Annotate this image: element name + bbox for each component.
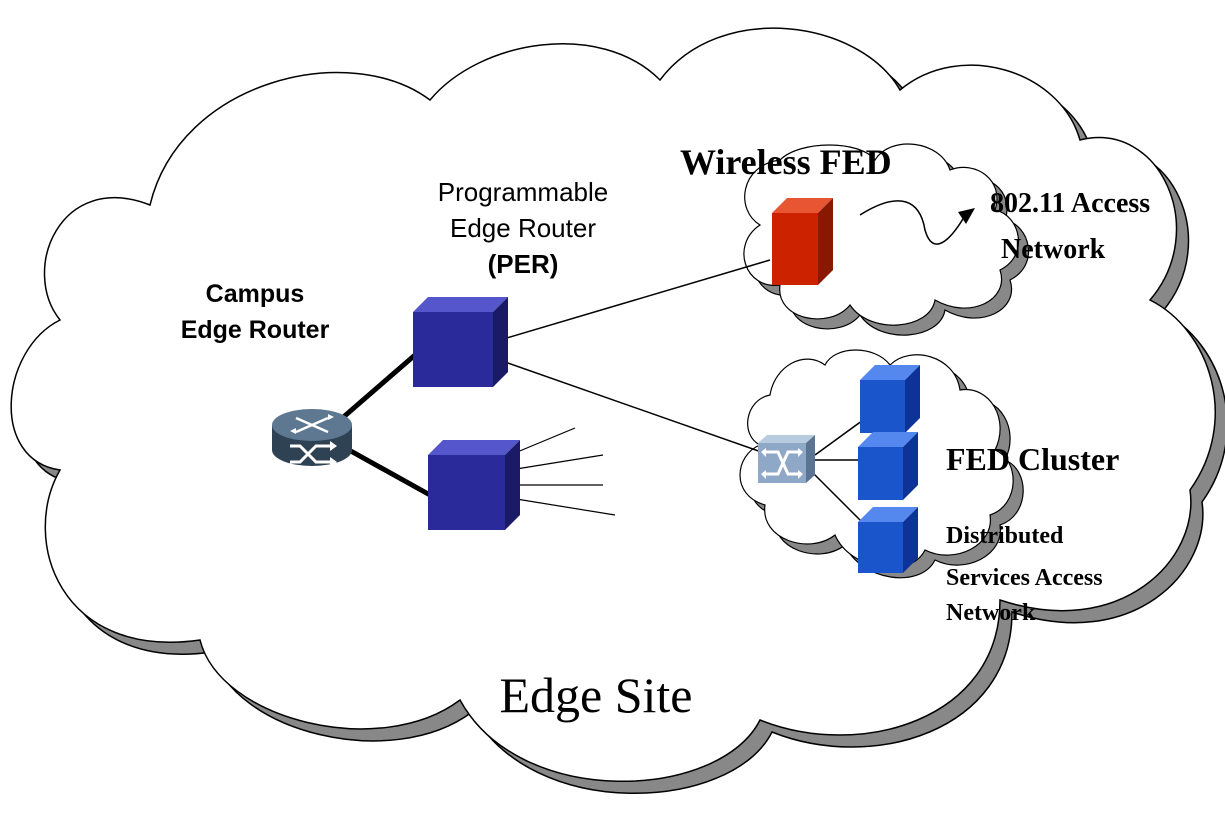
access-label-line1: 802.11 Access [990, 188, 1150, 219]
links [338, 259, 891, 551]
fan-line-4 [509, 497, 616, 516]
link-campus-per [338, 353, 417, 422]
link-per-cluster-switch [484, 354, 771, 456]
wireless-fed-label: Wireless FED [680, 142, 892, 182]
router-icon [272, 409, 352, 467]
edge-site-label: Edge Site [499, 667, 692, 723]
switch-icon [758, 435, 815, 483]
campus-label-line2: Edge Router [181, 316, 330, 344]
per-label-line1: Programmable [438, 177, 609, 207]
secondary-router-box-icon [428, 440, 520, 530]
fed-cluster-box-2-icon [858, 432, 918, 500]
fan-line-1 [509, 427, 576, 456]
link-campus-secondary-router [338, 442, 432, 498]
dist-label-line1: Distributed [946, 523, 1064, 549]
per-label-line3: (PER) [488, 249, 559, 279]
per-box-icon [413, 297, 508, 387]
wireless-fed-box-icon [772, 198, 833, 285]
fed-cluster-label: FED Cluster [946, 441, 1119, 477]
fan-line-2 [509, 454, 604, 471]
wireless-signal-arrow [859, 200, 975, 245]
fed-cluster-box-3-icon [858, 507, 918, 573]
link-per-wireless-fed [499, 259, 771, 341]
per-label-line2: Edge Router [450, 213, 596, 243]
dist-label-line2: Services Access [946, 565, 1103, 591]
access-label-line2: Network [1001, 234, 1106, 265]
campus-label-line1: Campus [206, 280, 305, 308]
dist-label-line3: Network [946, 600, 1036, 626]
fed-cluster-box-1-icon [860, 365, 920, 433]
